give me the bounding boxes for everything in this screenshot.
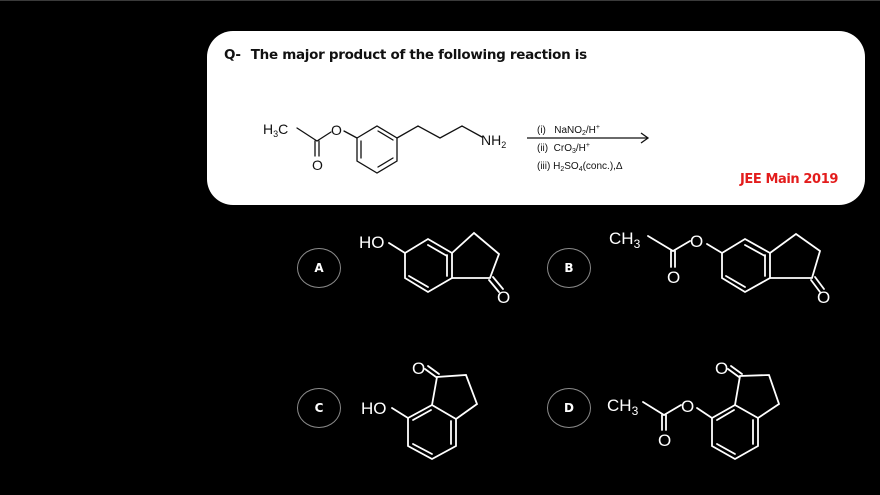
option-d-ketone-oxygen-label: O <box>715 359 728 378</box>
ester-oxygen-label: O <box>331 122 342 138</box>
option-b-methyl-label: CH3 <box>609 229 641 251</box>
option-b-ester-oxygen-label: O <box>690 232 703 251</box>
option-d-carbonyl-oxygen-label: O <box>658 431 671 450</box>
option-c-button[interactable]: C <box>297 388 341 428</box>
reaction-arrow <box>527 132 650 144</box>
condition-step-1: (i) NaNO2/H+ <box>537 124 600 137</box>
exam-tag: JEE Main 2019 <box>739 172 838 187</box>
condition-step-3: (iii) H2SO4(conc.),Δ <box>537 161 623 173</box>
reactant-labels: H3C O O NH2 <box>263 121 506 173</box>
option-a-hydroxy-label: HO <box>359 233 385 252</box>
top-border <box>0 0 880 1</box>
option-d-methyl-label: CH3 <box>607 396 639 418</box>
option-d-button[interactable]: D <box>547 388 591 428</box>
option-d-ester-oxygen-label: O <box>681 397 694 416</box>
question-title: Q- The major product of the following rea… <box>224 47 587 63</box>
option-c-ketone-oxygen-label: O <box>412 359 425 378</box>
reactant-structure <box>296 125 483 174</box>
option-d-structure: CH3 O O O <box>607 359 781 461</box>
option-a-label: A <box>314 261 324 275</box>
question-card: Q- The major product of the following rea… <box>207 31 865 205</box>
option-c-hydroxy-label: HO <box>361 399 387 418</box>
option-b-structure: CH3 O O O <box>609 229 830 307</box>
option-a-ketone-oxygen-label: O <box>497 288 510 307</box>
option-b-label: B <box>564 261 574 275</box>
condition-step-2: (ii) CrO3/H+ <box>537 142 590 155</box>
option-b-button[interactable]: B <box>547 248 591 288</box>
question-text: The major product of the following react… <box>250 47 587 63</box>
carbonyl-oxygen-label: O <box>312 157 323 173</box>
option-c-structure: HO O <box>361 359 479 461</box>
question-prefix: Q- <box>224 47 241 63</box>
amine-label: NH2 <box>481 132 506 150</box>
option-b-carbonyl-oxygen-label: O <box>667 268 680 287</box>
option-d-label: D <box>564 401 574 415</box>
reaction-conditions: (i) NaNO2/H+ (ii) CrO3/H+ (iii) H2SO4(co… <box>537 124 623 173</box>
option-c-label: C <box>314 401 324 415</box>
option-a-button[interactable]: A <box>297 248 341 288</box>
methyl-label: H3C <box>263 121 288 139</box>
option-b-ketone-oxygen-label: O <box>817 288 830 307</box>
option-a-structure: HO O <box>359 231 510 307</box>
